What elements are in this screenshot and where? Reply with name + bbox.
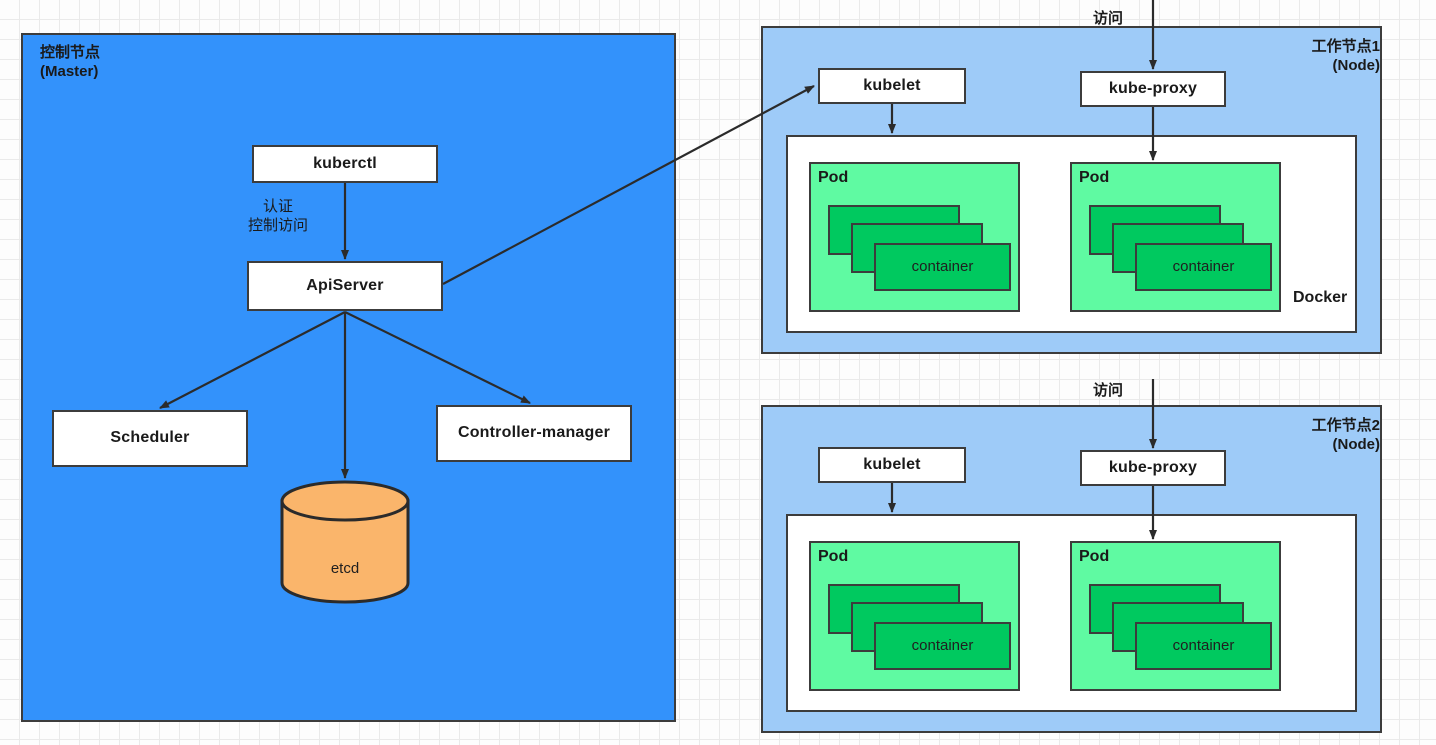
etcd-label: etcd bbox=[330, 560, 360, 577]
worker-node-1-docker-label: Docker bbox=[1293, 289, 1348, 306]
worker-node-1-kubelet-box[interactable]: kubelet bbox=[818, 68, 966, 104]
worker-node-1-pod-1-container-1[interactable]: container bbox=[874, 243, 1011, 291]
controller-manager-box[interactable]: Controller-manager bbox=[436, 405, 632, 462]
worker-node-2-label: 工作节点2 (Node) bbox=[1311, 417, 1380, 453]
worker-node-2-access-label: 访问 bbox=[1092, 382, 1123, 399]
worker-node-2-pod-1-label: Pod bbox=[818, 548, 849, 565]
worker-node-2-kube-proxy-box[interactable]: kube-proxy bbox=[1080, 450, 1226, 486]
worker-node-1-pod-2-container-1[interactable]: container bbox=[1135, 243, 1272, 291]
etcd-shape bbox=[280, 480, 410, 604]
worker-node-1-kube-proxy-box[interactable]: kube-proxy bbox=[1080, 71, 1226, 107]
worker-node-2-kubelet-box[interactable]: kubelet bbox=[818, 447, 966, 483]
worker-node-2-pod-1-container-1[interactable]: container bbox=[874, 622, 1011, 670]
worker-node-1-label: 工作节点1 (Node) bbox=[1311, 38, 1380, 74]
master-node-label: 控制节点 (Master) bbox=[40, 44, 101, 80]
worker-node-2-pod-2-container-1[interactable]: container bbox=[1135, 622, 1272, 670]
master-node-region bbox=[21, 33, 676, 722]
worker-node-1-pod-2-label: Pod bbox=[1079, 169, 1110, 186]
worker-node-1-access-label: 访问 bbox=[1092, 10, 1123, 27]
worker-node-2-pod-2-label: Pod bbox=[1079, 548, 1110, 565]
kuberctl-box[interactable]: kuberctl bbox=[252, 145, 438, 183]
etcd-cylinder[interactable]: etcd bbox=[279, 480, 411, 604]
apiserver-box[interactable]: ApiServer bbox=[247, 261, 443, 311]
scheduler-box[interactable]: Scheduler bbox=[52, 410, 248, 467]
auth-access-control-label: 认证 控制访问 bbox=[247, 198, 308, 234]
worker-node-1-pod-1-label: Pod bbox=[818, 169, 849, 186]
